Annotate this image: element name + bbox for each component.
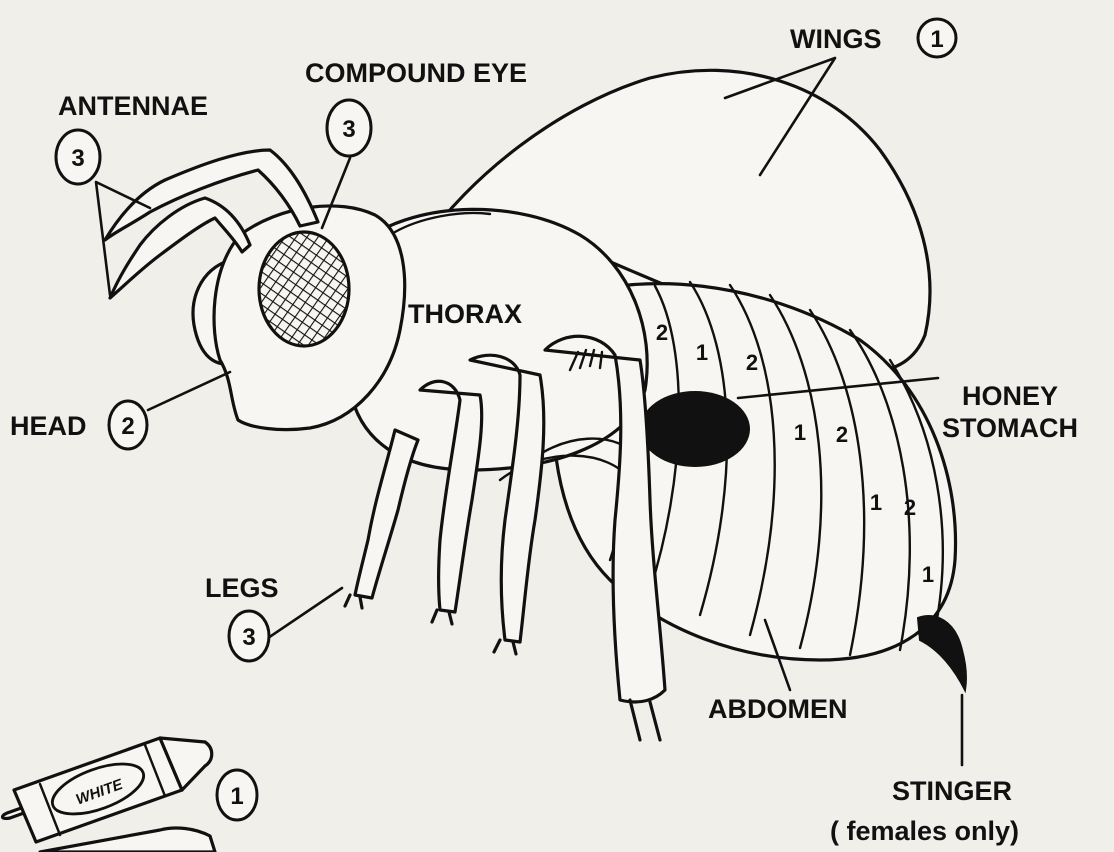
stripe-number: 1: [922, 562, 934, 587]
stinger-note: ( females only): [830, 816, 1019, 846]
leg: [355, 430, 418, 598]
legs-label: LEGS: [205, 573, 279, 603]
wings-code: 1: [930, 26, 943, 53]
stinger: [918, 616, 966, 690]
stripe-number: 1: [794, 420, 806, 445]
antennae-code: 3: [71, 145, 84, 172]
leg-claw: [494, 640, 516, 654]
legs-code: 3: [242, 624, 255, 651]
head-code: 2: [121, 413, 134, 440]
stinger-label: STINGER: [892, 776, 1012, 806]
wings-label: WINGS: [790, 24, 882, 54]
crayon-white: WHITE: [3, 738, 212, 842]
stripe-number: 2: [904, 495, 916, 520]
thorax-label: THORAX: [408, 299, 522, 329]
stripe-number: 2: [656, 320, 668, 345]
leg-claw: [345, 595, 362, 608]
leg-claw: [630, 700, 660, 740]
abdomen-label: ABDOMEN: [708, 694, 848, 724]
crayon-code: 1: [230, 783, 243, 810]
compound-eye-label: COMPOUND EYE: [305, 58, 527, 88]
antennae-label: ANTENNAE: [58, 91, 208, 121]
stripe-number: 1: [696, 340, 708, 365]
leg-claw: [432, 610, 452, 624]
honey-stomach: [640, 391, 750, 467]
head-leader: [148, 372, 230, 410]
stripe-number: 2: [746, 350, 758, 375]
honey-stomach-label-line1: HONEY: [962, 381, 1058, 411]
stripe-number: 1: [870, 490, 882, 515]
legs-leader: [268, 588, 342, 638]
compound-eye: [259, 232, 349, 346]
crayon-key: WHITE 1: [3, 738, 258, 852]
stripe-number: 2: [836, 422, 848, 447]
compound-eye-code: 3: [342, 116, 355, 143]
honey-stomach-label-line2: STOMACH: [942, 413, 1078, 443]
head-label: HEAD: [10, 411, 87, 441]
